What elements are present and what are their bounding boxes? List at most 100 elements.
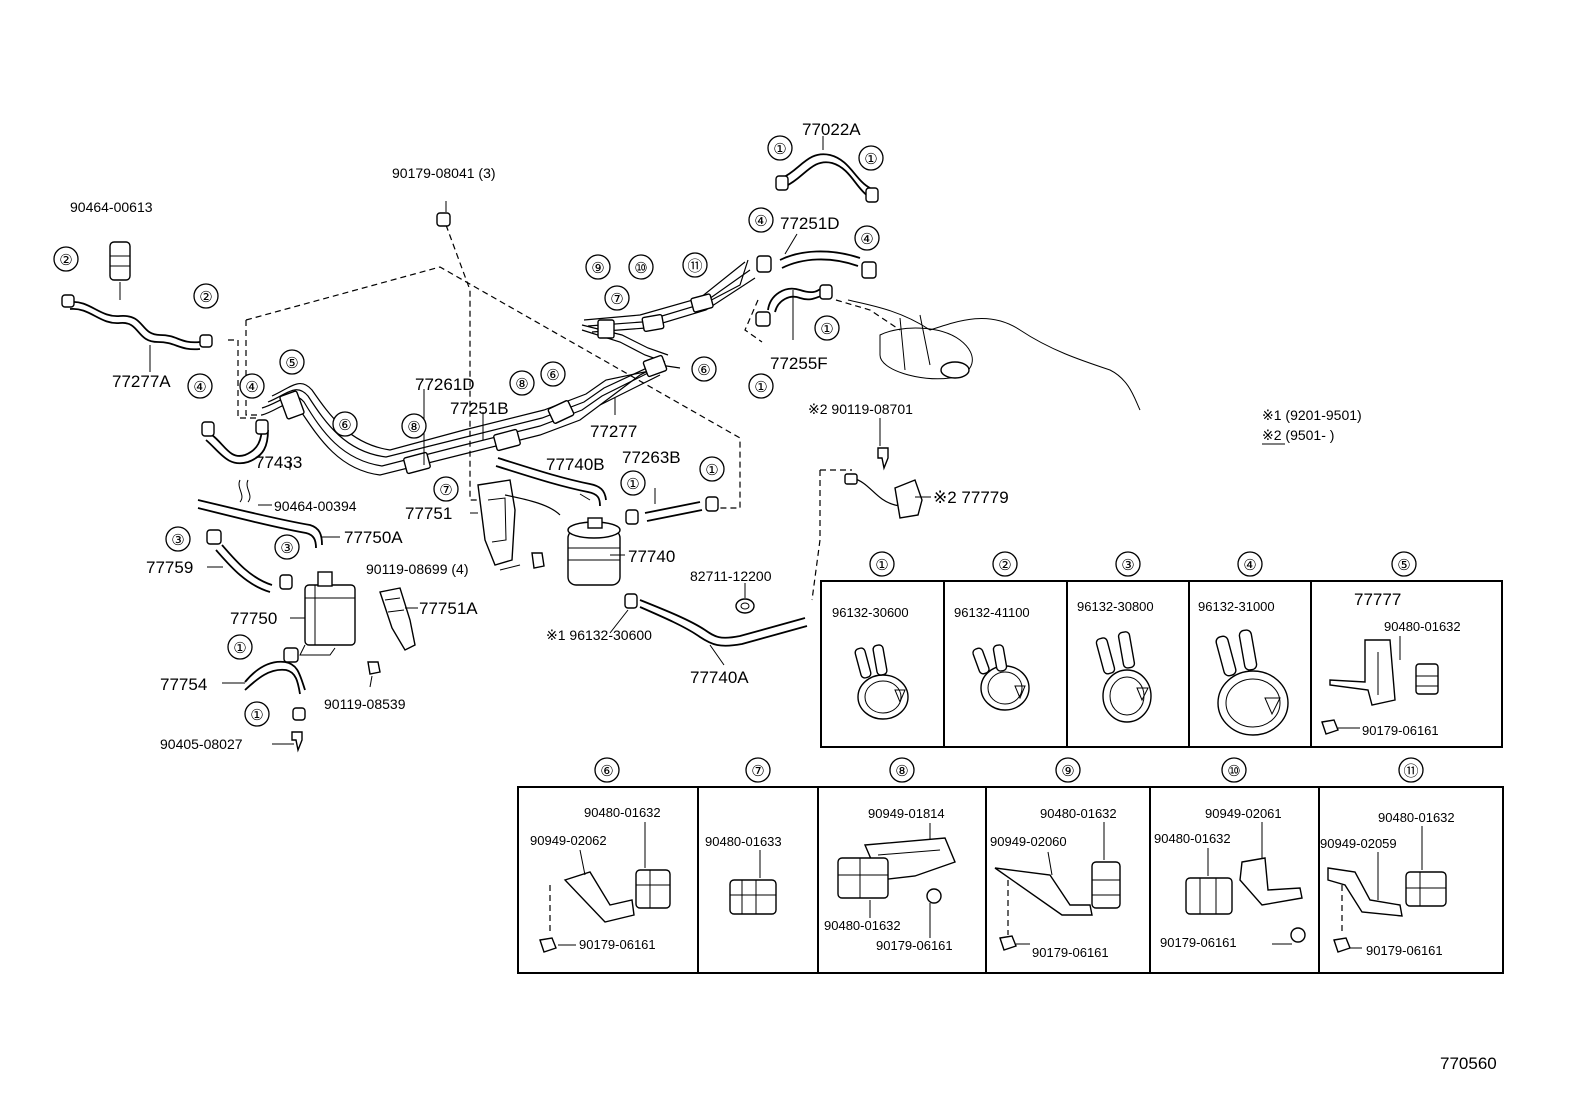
hose-77750A	[197, 499, 323, 546]
hose-clamp-left	[61, 294, 75, 308]
bracket-77751	[477, 479, 561, 566]
callout-6: ⑥	[546, 367, 559, 384]
detail-8-label-90480-01632: 90480-01632	[824, 918, 901, 933]
clamp-11	[690, 293, 714, 313]
main-callouts: ① ① ④ ④ ① ① ② ② ④ ④ ⑤ ⑥ ⑧ ⑧ ⑥ ⑦ ⑨ ⑩ ⑪ ⑦ …	[53, 135, 884, 727]
hose-clamp-96132-31000	[1215, 629, 1289, 736]
label-77263B: 77263B	[622, 448, 681, 467]
clip-90464-00613	[109, 241, 131, 281]
detail-label-96132-30800: 96132-30800	[1077, 599, 1154, 614]
callout-9: ⑨	[591, 260, 604, 277]
detail-box-row-2: ⑥ ⑦ ⑧ ⑨ ⑩ ⑪ 90480-01632 90949-02062 9017…	[517, 757, 1504, 974]
nut-90179-08041	[436, 212, 451, 227]
hose-77759	[221, 544, 273, 586]
clamp-6b	[642, 354, 668, 378]
label-77740A: 77740A	[690, 668, 749, 687]
bolt-90119-08699	[531, 552, 545, 569]
main-part-labels: 90464-00613 90179-08041 (3) 77022A 77251…	[70, 120, 1009, 752]
detail-9-label-90949-02060: 90949-02060	[990, 834, 1067, 849]
label-90119-08701: ※2 90119-08701	[808, 401, 913, 417]
clamp-9	[597, 319, 615, 339]
detail-9-label-90179-06161: 90179-06161	[1032, 945, 1109, 960]
label-77433: 77433	[255, 453, 302, 472]
detail-6-label-90179-06161: 90179-06161	[579, 937, 656, 952]
assembly-dashed-outline	[245, 266, 741, 509]
callout-5: ⑤	[285, 355, 298, 372]
detail-8-label-90949-01814: 90949-01814	[868, 806, 945, 821]
bracket-90949-02059	[1327, 826, 1447, 953]
label-77261D: 77261D	[415, 375, 475, 394]
bolt-90119-08539	[367, 661, 381, 675]
clamp-6a	[547, 400, 575, 424]
legend: ※1 (9201-9501) ※2 (9501- )	[1262, 407, 1362, 445]
hose-clamp-96132-30800	[1095, 631, 1152, 723]
clamp-8b	[493, 428, 521, 452]
detail-callout-3: ③	[1121, 557, 1134, 574]
callout-4: ④	[193, 379, 206, 396]
callout-11: ⑪	[687, 258, 702, 275]
callout-3: ③	[280, 540, 293, 557]
detail-callout-6: ⑥	[600, 763, 613, 780]
hose-clamp-96132-30600	[854, 644, 909, 720]
detail-10-label-90480-01632: 90480-01632	[1154, 831, 1231, 846]
bracket-90949-02060	[994, 822, 1121, 951]
label-77750: 77750	[230, 609, 277, 628]
hose-77277A	[69, 301, 201, 344]
label-77255F: 77255F	[770, 354, 828, 373]
callout-1: ①	[705, 462, 718, 479]
detail-label-96132-41100: 96132-41100	[954, 605, 1030, 620]
detail-11-label-90480-01632: 90480-01632	[1378, 810, 1455, 825]
detail-11-label-90179-06161: 90179-06161	[1366, 943, 1443, 958]
hose-77251D	[779, 250, 861, 261]
detail-callout-10: ⑩	[1227, 763, 1240, 780]
legend-note-1: ※1 (9201-9501)	[1262, 407, 1362, 423]
main-assembly-linework	[61, 136, 1141, 753]
callout-1: ①	[754, 379, 767, 396]
bracket-90949-01814	[837, 823, 956, 938]
label-77754: 77754	[160, 675, 207, 694]
callout-7: ⑦	[439, 482, 452, 499]
detail-callout-11: ⑪	[1403, 763, 1418, 780]
pipe-77740B	[497, 457, 607, 501]
label-77251D: 77251D	[780, 214, 840, 233]
hose-77022A	[781, 153, 871, 189]
label-77251B: 77251B	[450, 399, 509, 418]
hose-77263B	[644, 501, 701, 514]
label-77740B: 77740B	[546, 455, 605, 474]
detail-label-90179-06161: 90179-06161	[1362, 723, 1439, 738]
label-77750A: 77750A	[344, 528, 403, 547]
callout-4: ④	[860, 231, 873, 248]
bracket-77779	[844, 473, 923, 519]
callout-1: ①	[773, 141, 786, 158]
callout-1: ①	[626, 476, 639, 493]
detail-callout-8: ⑧	[895, 763, 908, 780]
callout-4: ④	[245, 379, 258, 396]
callout-4: ④	[754, 213, 767, 230]
label-90119-08699: 90119-08699 (4)	[366, 561, 468, 577]
label-82711-12200: 82711-12200	[690, 568, 772, 584]
label-77740: 77740	[628, 547, 675, 566]
label-90119-08539: 90119-08539	[324, 696, 406, 712]
label-77277A: 77277A	[112, 372, 171, 391]
bracket-90949-02062	[539, 822, 671, 953]
callout-3: ③	[171, 532, 184, 549]
detail-11-label-90949-02059: 90949-02059	[1320, 836, 1397, 851]
label-96132-30600: ※1 96132-30600	[546, 627, 652, 643]
detail-label-96132-31000: 96132-31000	[1198, 599, 1275, 614]
detail-label-90480-01632: 90480-01632	[1384, 619, 1461, 634]
clamp-8a	[403, 451, 431, 475]
bolt-90119-08701	[877, 447, 889, 471]
callout-10: ⑩	[634, 260, 647, 277]
detail-callout-1: ①	[875, 557, 888, 574]
detail-callout-2: ②	[998, 557, 1011, 574]
clip-90464-00394	[238, 479, 251, 503]
detail-6-label-90949-02062: 90949-02062	[530, 833, 607, 848]
label-77779: ※2 77779	[933, 488, 1009, 507]
callout-2: ②	[59, 252, 72, 269]
callout-1: ①	[250, 707, 263, 724]
clamp-5	[279, 390, 305, 420]
legend-note-2: ※2 (9501- )	[1262, 427, 1334, 443]
callout-1: ①	[820, 321, 833, 338]
clamp-7	[641, 313, 665, 333]
